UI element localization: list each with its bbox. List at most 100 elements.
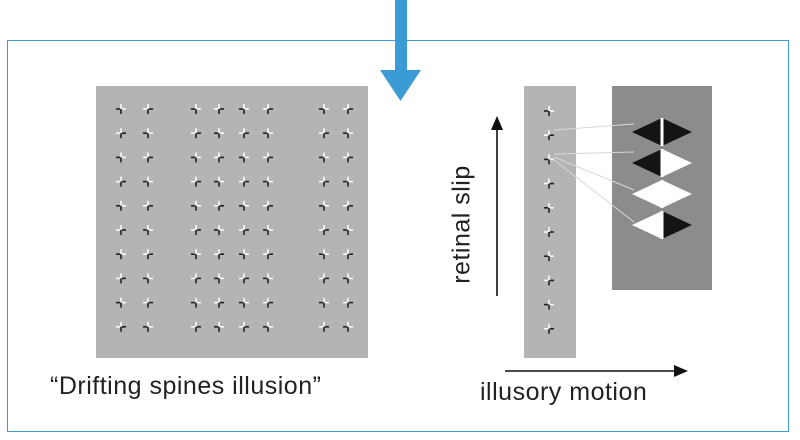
spine-icon	[544, 178, 554, 189]
spine-icon	[343, 200, 353, 211]
spine-icon	[544, 202, 554, 213]
spine-icon	[343, 128, 353, 139]
spine-icon	[116, 200, 126, 211]
spine-icon	[214, 104, 224, 114]
spine-icon	[239, 152, 249, 163]
spine-grid	[116, 104, 353, 332]
spine-icon	[143, 104, 153, 114]
spine-icon	[544, 154, 554, 165]
spine-icon	[544, 299, 554, 310]
spine-icon	[143, 225, 153, 235]
spine-icon	[214, 297, 224, 308]
spine-icon	[214, 152, 224, 163]
magnified-spine-icon	[632, 149, 692, 177]
spine-icon	[319, 152, 329, 163]
spine-icon	[191, 200, 201, 211]
spine-icon	[239, 104, 249, 114]
spine-icon	[191, 321, 201, 332]
spine-icon	[343, 273, 353, 284]
spine-icon	[343, 297, 353, 308]
spine-icon	[263, 176, 273, 187]
spine-icon	[143, 249, 153, 260]
spine-icon	[143, 273, 153, 284]
spine-icon	[191, 249, 201, 260]
spine-icon	[191, 273, 201, 284]
spine-icon	[239, 200, 249, 211]
magnified-spines	[632, 118, 692, 239]
spine-icon	[263, 249, 273, 260]
spine-icon	[116, 104, 126, 114]
spine-icon	[319, 297, 329, 308]
spine-icon	[544, 275, 554, 286]
zoom-line	[553, 159, 635, 223]
spine-icon	[319, 273, 329, 284]
spine-icon	[239, 297, 249, 308]
spine-icon	[544, 251, 554, 262]
spine-icon	[319, 321, 329, 332]
spine-icon	[239, 225, 249, 235]
spine-icon	[544, 323, 554, 334]
spine-icon	[191, 128, 201, 139]
spine-icon	[343, 321, 353, 332]
spine-icon	[544, 130, 554, 141]
spine-icon	[319, 176, 329, 187]
spine-icon	[191, 176, 201, 187]
spine-icon	[263, 104, 273, 114]
spine-icon	[239, 273, 249, 284]
spine-icon	[143, 128, 153, 139]
spine-icon	[143, 321, 153, 332]
spine-icon	[263, 200, 273, 211]
spine-icon	[544, 106, 554, 116]
spine-icon	[239, 128, 249, 139]
spine-icon	[116, 249, 126, 260]
spine-icon	[319, 200, 329, 211]
spine-icon	[239, 249, 249, 260]
spine-icon	[239, 176, 249, 187]
spine-icon	[319, 128, 329, 139]
spine-icon	[319, 249, 329, 260]
spine-icon	[239, 321, 249, 332]
spine-icon	[544, 227, 554, 237]
up-arrow-icon	[491, 116, 503, 296]
spine-icon	[343, 225, 353, 235]
spine-icon	[214, 225, 224, 235]
spine-icon	[263, 321, 273, 332]
zoom-line	[553, 123, 635, 131]
illusion-caption: “Drifting spines illusion”	[50, 372, 322, 400]
spine-icon	[191, 152, 201, 163]
spine-icon	[214, 273, 224, 284]
spine-icon	[191, 225, 201, 235]
spine-icon	[214, 249, 224, 260]
spine-icon	[263, 128, 273, 139]
magnified-spine-icon	[632, 118, 692, 146]
spine-icon	[263, 273, 273, 284]
spine-icon	[263, 225, 273, 235]
spine-icon	[116, 321, 126, 332]
zoom-lines	[553, 123, 635, 223]
spine-icon	[343, 249, 353, 260]
spine-icon	[214, 200, 224, 211]
spine-icon	[116, 152, 126, 163]
right-arrow-icon	[505, 365, 688, 377]
spine-icon	[143, 152, 153, 163]
spine-icon	[191, 297, 201, 308]
horizontal-axis-label: illusory motion	[480, 378, 648, 406]
spine-icon	[214, 176, 224, 187]
spine-icon	[263, 297, 273, 308]
zoom-line	[553, 156, 635, 191]
vertical-axis-label: retinal slip	[447, 165, 476, 284]
magnified-spine-icon	[632, 211, 692, 239]
spine-icon	[263, 152, 273, 163]
magnified-spine-icon	[632, 180, 692, 208]
spine-icon	[319, 104, 329, 114]
spine-icon	[214, 128, 224, 139]
spine-icon	[116, 273, 126, 284]
illusion-pattern	[96, 86, 368, 358]
spine-icon	[343, 176, 353, 187]
spine-icon	[116, 176, 126, 187]
spine-icon	[191, 104, 201, 114]
spine-icon	[214, 321, 224, 332]
spine-icon	[343, 152, 353, 163]
pattern-strip	[524, 86, 576, 358]
